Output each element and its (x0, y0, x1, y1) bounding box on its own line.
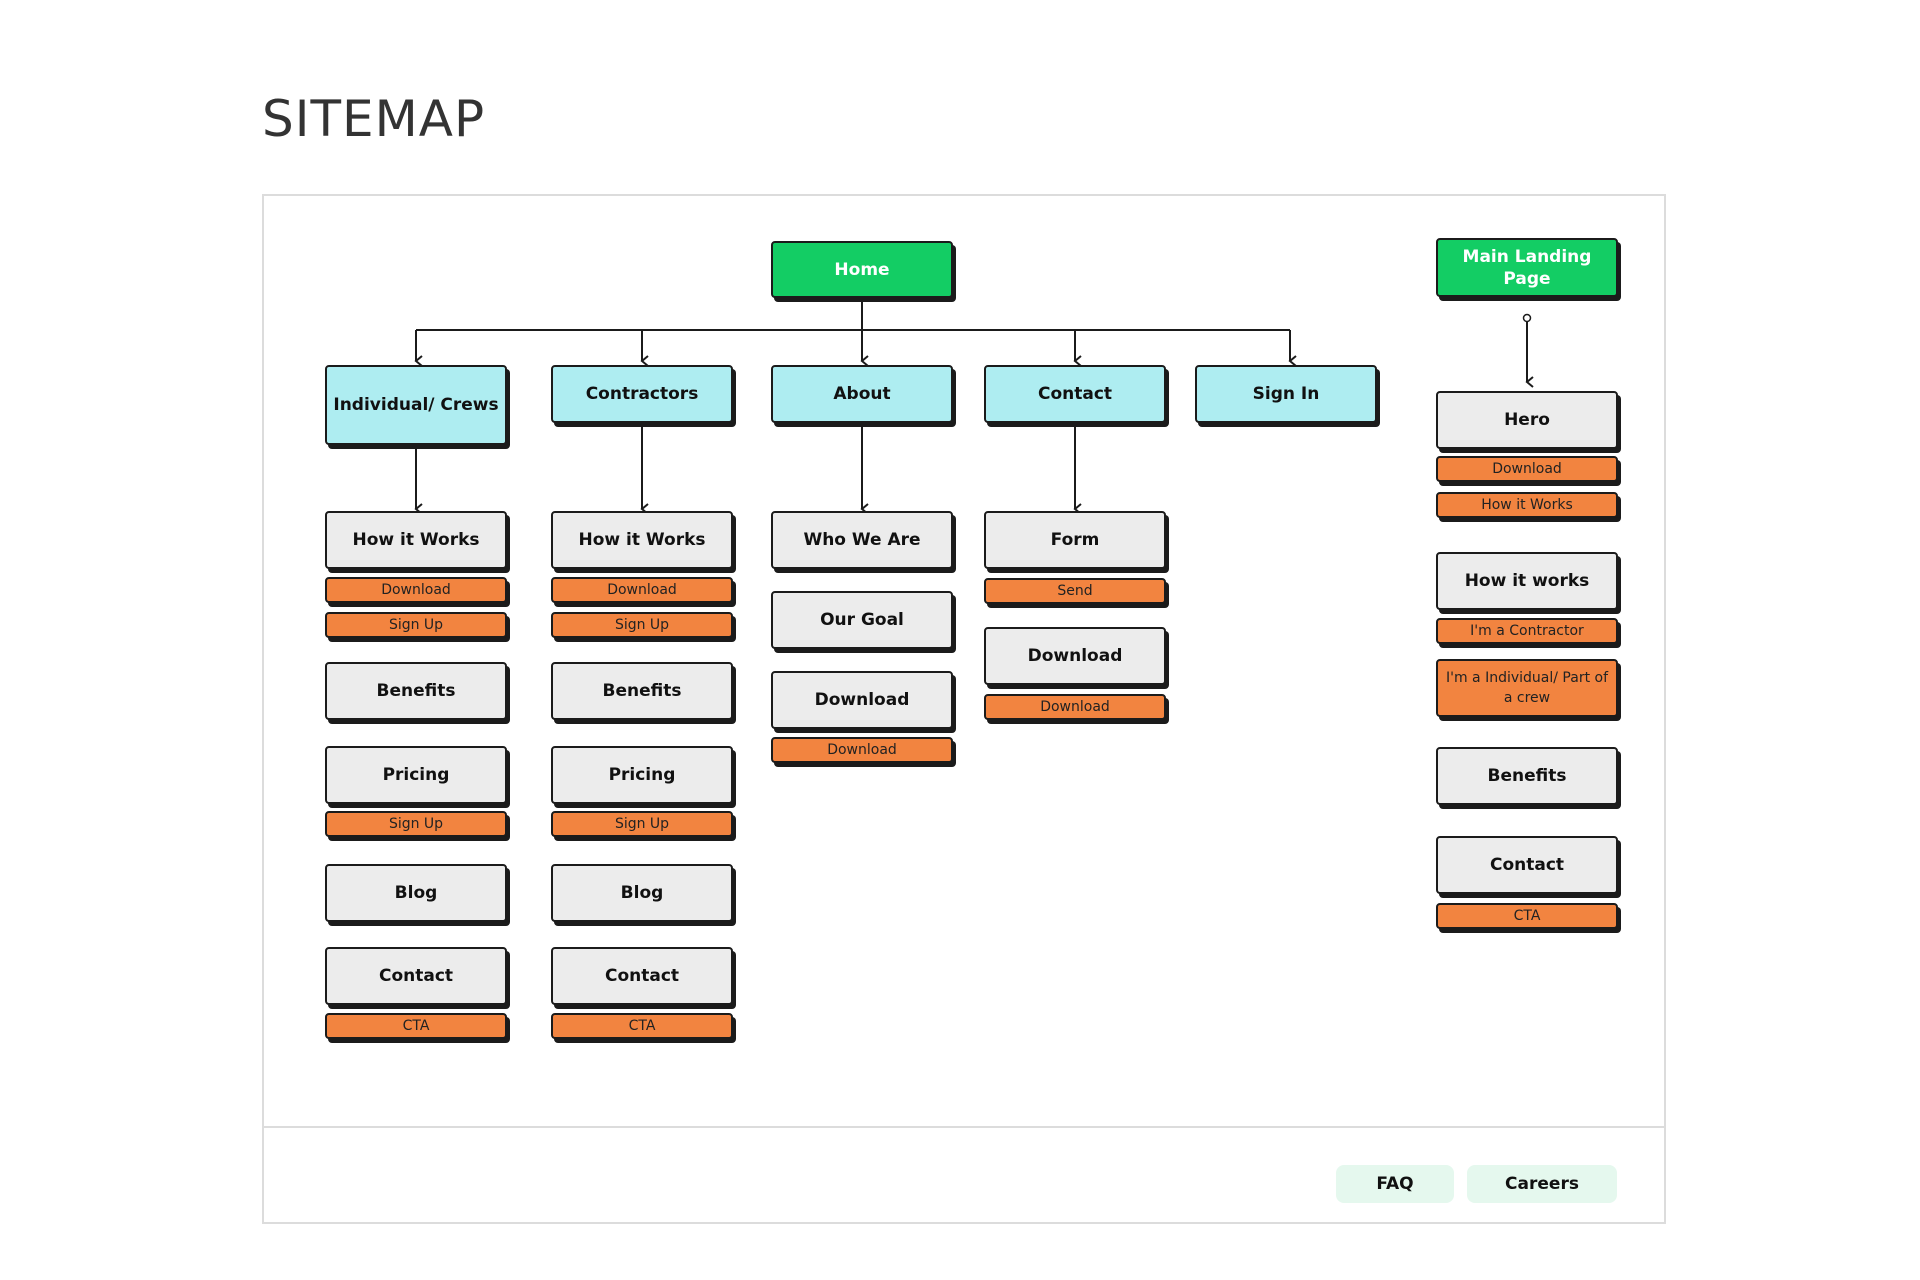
node-main-landing-page[interactable]: Main Landing Page (1436, 238, 1618, 297)
action-contractors-download[interactable]: Download (551, 577, 733, 603)
node-contact-download[interactable]: Download (984, 627, 1166, 685)
node-contact-section[interactable]: Contact (984, 365, 1166, 423)
node-hero[interactable]: Hero (1436, 391, 1618, 449)
action-contractors-cta[interactable]: CTA (551, 1013, 733, 1039)
action-about-download[interactable]: Download (771, 737, 953, 763)
node-form[interactable]: Form (984, 511, 1166, 569)
node-landing-benefits[interactable]: Benefits (1436, 747, 1618, 805)
node-individual-pricing[interactable]: Pricing (325, 746, 507, 804)
node-our-goal[interactable]: Our Goal (771, 591, 953, 649)
node-contractors-blog[interactable]: Blog (551, 864, 733, 922)
node-individual-how-it-works[interactable]: How it Works (325, 511, 507, 569)
node-individual-crews[interactable]: Individual/ Crews (325, 365, 507, 445)
action-contractors-pricing-sign-up[interactable]: Sign Up (551, 811, 733, 837)
action-form-send[interactable]: Send (984, 578, 1166, 604)
action-individual-cta[interactable]: CTA (325, 1013, 507, 1039)
node-sign-in[interactable]: Sign In (1195, 365, 1377, 423)
action-landing-cta[interactable]: CTA (1436, 903, 1618, 929)
node-landing-how-it-works[interactable]: How it works (1436, 552, 1618, 610)
node-contractors[interactable]: Contractors (551, 365, 733, 423)
action-hero-download[interactable]: Download (1436, 456, 1618, 482)
page-title: SITEMAP (262, 90, 486, 148)
node-contractors-benefits[interactable]: Benefits (551, 662, 733, 720)
action-individual-sign-up[interactable]: Sign Up (325, 612, 507, 638)
node-individual-contact[interactable]: Contact (325, 947, 507, 1005)
node-contractors-pricing[interactable]: Pricing (551, 746, 733, 804)
footer-divider (264, 1126, 1664, 1128)
node-about-download[interactable]: Download (771, 671, 953, 729)
action-hero-how-it-works[interactable]: How it Works (1436, 492, 1618, 518)
node-individual-blog[interactable]: Blog (325, 864, 507, 922)
action-individual-pricing-sign-up[interactable]: Sign Up (325, 811, 507, 837)
footer-link-careers[interactable]: Careers (1467, 1165, 1617, 1203)
node-contractors-how-it-works[interactable]: How it Works (551, 511, 733, 569)
node-contractors-contact[interactable]: Contact (551, 947, 733, 1005)
node-landing-contact[interactable]: Contact (1436, 836, 1618, 894)
node-about[interactable]: About (771, 365, 953, 423)
action-im-an-individual[interactable]: I'm a Individual/ Part of a crew (1436, 659, 1618, 717)
action-im-a-contractor[interactable]: I'm a Contractor (1436, 618, 1618, 644)
action-individual-download[interactable]: Download (325, 577, 507, 603)
node-home[interactable]: Home (771, 241, 953, 298)
node-who-we-are[interactable]: Who We Are (771, 511, 953, 569)
action-contractors-sign-up[interactable]: Sign Up (551, 612, 733, 638)
action-contact-download[interactable]: Download (984, 694, 1166, 720)
footer-link-faq[interactable]: FAQ (1336, 1165, 1454, 1203)
node-individual-benefits[interactable]: Benefits (325, 662, 507, 720)
